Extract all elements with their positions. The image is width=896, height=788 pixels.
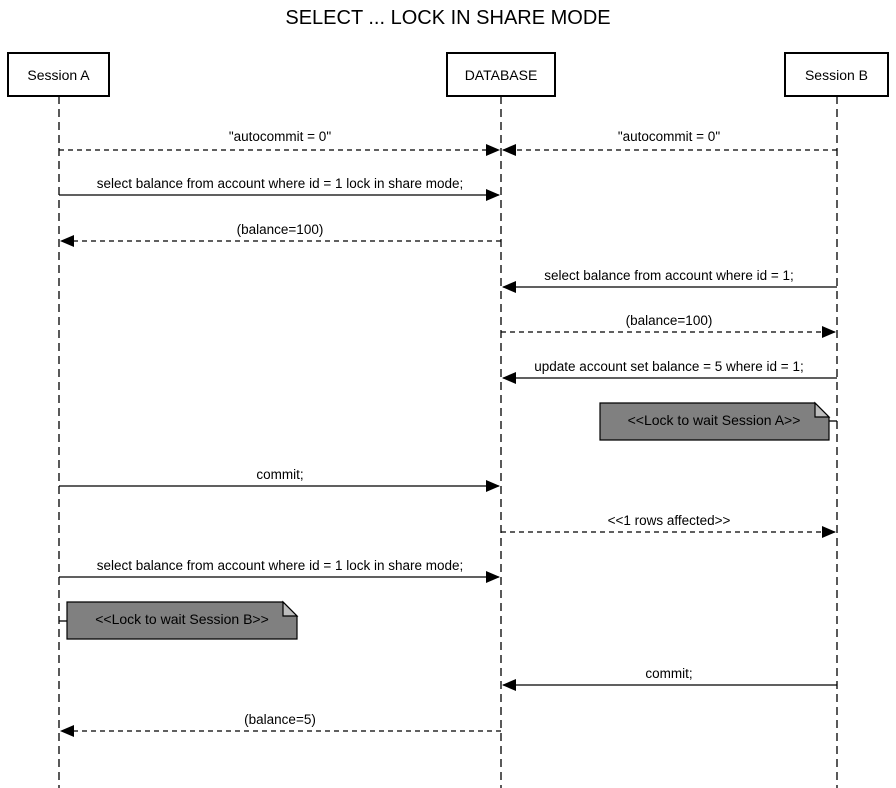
message-label: select balance from account where id = 1… <box>97 176 464 191</box>
message: commit; <box>502 666 837 691</box>
note-shape <box>66 601 298 640</box>
note-text: <<Lock to wait Session B>> <box>95 611 269 627</box>
message-label: select balance from account where id = 1… <box>544 268 794 283</box>
message: "autocommit = 0" <box>502 129 837 156</box>
message: "autocommit = 0" <box>59 129 500 156</box>
message: update account set balance = 5 where id … <box>502 359 837 384</box>
message: commit; <box>59 467 500 492</box>
participant-label: Session B <box>805 67 868 83</box>
note-text: <<Lock to wait Session A>> <box>628 412 801 428</box>
message-label: select balance from account where id = 1… <box>97 558 464 573</box>
message-label: "autocommit = 0" <box>618 129 720 144</box>
message-label: update account set balance = 5 where id … <box>534 359 803 374</box>
note-fold <box>814 401 831 418</box>
message-label: commit; <box>256 467 303 482</box>
note-lock-wait-session-b: <<Lock to wait Session B>> <box>59 600 299 640</box>
message-label: (balance=5) <box>244 712 316 727</box>
note-shape <box>599 402 830 441</box>
participant-label: DATABASE <box>465 67 538 83</box>
message-label: commit; <box>645 666 692 681</box>
message: (balance=5) <box>60 712 501 737</box>
note-fold <box>282 600 299 617</box>
message-label: (balance=100) <box>237 222 324 237</box>
diagram-title: SELECT ... LOCK IN SHARE MODE <box>285 7 610 29</box>
message: <<1 rows affected>> <box>501 513 836 538</box>
message: (balance=100) <box>501 313 836 338</box>
participant-session-a: Session A <box>7 52 110 97</box>
note-lock-wait-session-a: <<Lock to wait Session A>> <box>599 401 837 441</box>
message: select balance from account where id = 1… <box>59 176 500 201</box>
message-label: <<1 rows affected>> <box>608 513 731 528</box>
message-label: "autocommit = 0" <box>229 129 331 144</box>
message-label: (balance=100) <box>626 313 713 328</box>
message: (balance=100) <box>60 222 501 247</box>
participant-database: DATABASE <box>446 52 556 97</box>
participant-label: Session A <box>27 67 90 83</box>
message: select balance from account where id = 1… <box>59 558 500 583</box>
message: select balance from account where id = 1… <box>502 268 837 293</box>
participant-session-b: Session B <box>784 52 889 97</box>
